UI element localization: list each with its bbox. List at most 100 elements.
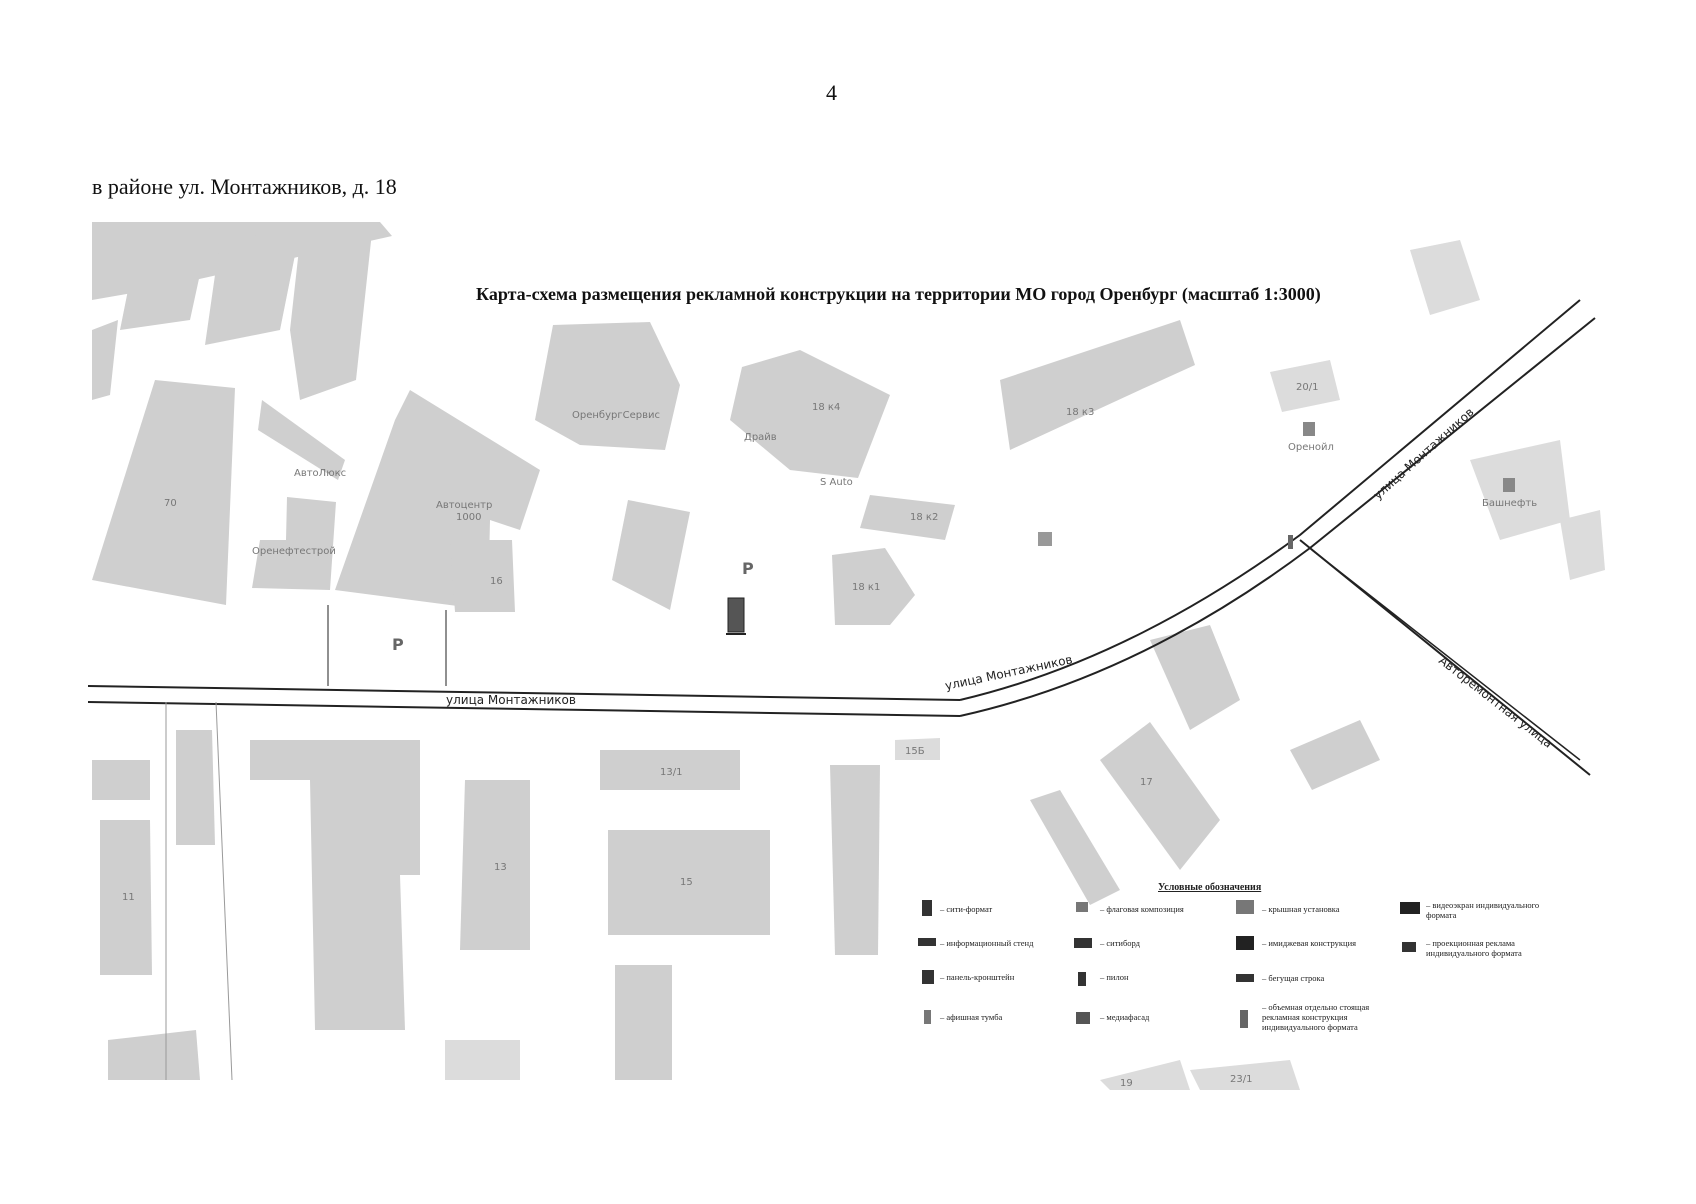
building-label: 16 [490,576,503,587]
building-label: 70 [164,498,177,509]
legend: Условные обозначения – сити-формат – инф… [918,882,1540,1032]
building-17 [1100,722,1220,870]
poi-label: S Auto [820,477,853,488]
legend-item-label: – информационный стенд [939,938,1034,948]
building-block [290,232,372,400]
cityboard-icon [1074,938,1092,948]
building-orenneftstroy [252,497,336,590]
building-block [120,228,210,330]
poi-label: Оренойл [1288,442,1334,453]
legend-item-label: – пилон [1099,972,1129,982]
building-19 [1100,1060,1190,1090]
ad-construction-marker [727,597,745,633]
roof-installation-icon [1236,900,1254,914]
legend-item-label: – проекционная реклама индивидуального ф… [1426,938,1522,958]
building-16 [450,540,515,612]
volumetric-construction-icon [1240,1010,1248,1028]
building-label: 15 [680,877,693,888]
building-block [612,500,690,610]
poi-label: Драйв [744,432,777,443]
legend-title: Условные обозначения [1158,882,1262,893]
building-top-right [1410,240,1480,315]
building-label: 13 [494,862,507,873]
info-stand-icon [918,938,936,946]
location-caption: в районе ул. Монтажников, д. 18 [92,174,397,199]
image-construction-icon [1236,936,1254,950]
running-line-icon [1236,974,1254,982]
legend-item-label: – объемная отдельно стоящая рекламная ко… [1262,1002,1370,1032]
building-label: 18 к2 [910,512,938,523]
poi-marker [1038,532,1052,546]
poi-label: Башнефть [1482,498,1537,509]
building-kiosk [176,730,215,845]
legend-item-wrap: – видеоэкран индивидуального формата [1426,900,1540,920]
building-block [108,1030,200,1080]
building-13-1 [600,750,740,790]
building-13-2 [1290,720,1380,790]
buildings-layer [92,222,1605,1090]
building-18k1 [832,548,915,625]
building-block [1030,790,1120,905]
panel-bracket-icon [922,970,934,984]
pylon-marker [1288,535,1293,549]
building-15b-label [895,738,940,760]
building-block [615,965,672,1080]
media-facade-icon [1076,1012,1090,1024]
road-side [215,701,233,1081]
legend-item-label: – сити-формат [939,904,993,914]
legend-item-label: – афишная тумба [939,1012,1003,1022]
building-label: 20/1 [1296,382,1318,393]
road-diagonal-south-edge [959,317,1596,717]
legend-item-label: – ситиборд [1099,938,1141,948]
building-15 [608,830,770,935]
bashneft-icon [1503,478,1515,492]
building-18k2 [860,495,955,540]
legend-item-wrap: – объемная отдельно стоящая рекламная ко… [1262,1002,1370,1032]
poi-label: Оренефтестрой [252,546,336,557]
legend-item-label: – панель-кронштейн [939,972,1015,982]
building-label: 18 к3 [1066,407,1094,418]
building-block [460,780,530,950]
building-label: 11 [122,892,135,903]
building-label: 15Б [905,746,925,757]
road-montazhnikov-south-edge [87,701,961,717]
orenoil-icon [1303,422,1315,436]
poi-label: Автоцентр [436,500,492,511]
building-70 [92,380,235,605]
poster-column-icon [924,1010,931,1024]
building-block [445,1040,520,1080]
road-avtoremontnaya-edge-b [1311,549,1581,761]
building-bashneft [1470,440,1570,540]
building-block [92,760,150,800]
building-23-1 [1190,1060,1300,1090]
building-label: 23/1 [1230,1074,1252,1085]
parking-label: P [742,559,754,578]
building-18k3 [1000,320,1195,450]
building-label: 1000 [456,512,481,523]
building-label: 13/1 [660,767,682,778]
video-screen-icon [1400,902,1420,914]
building-13 [250,740,420,1030]
roads-layer [87,299,1596,1081]
legend-item-label: – видеоэкран индивидуального формата [1426,900,1540,920]
road-montazhnikov-north-edge [87,685,961,701]
building-block [830,765,880,955]
building-label: 17 [1140,777,1153,788]
building-orenburgservis [535,322,680,450]
building-block [92,320,118,400]
map-title: Карта-схема размещения рекламной констру… [476,284,1321,305]
poi-label: АвтоЛюкс [294,468,346,479]
building-block [1560,510,1605,580]
building-18k4 [730,350,890,478]
building-20-1 [1270,360,1340,412]
street-label-montazhnikov-diag: улица Монтажников [1371,405,1477,502]
building-label: 19 [1120,1078,1133,1089]
building-block [205,230,300,345]
page-number: 4 [826,80,837,105]
projection-ad-icon [1402,942,1416,952]
flag-composition-icon [1076,902,1088,912]
legend-item-label: – бегущая строка [1261,973,1325,983]
building-15b [1150,625,1240,730]
street-label-avtoremontnaya: Авторемонтная улица [1436,653,1555,750]
